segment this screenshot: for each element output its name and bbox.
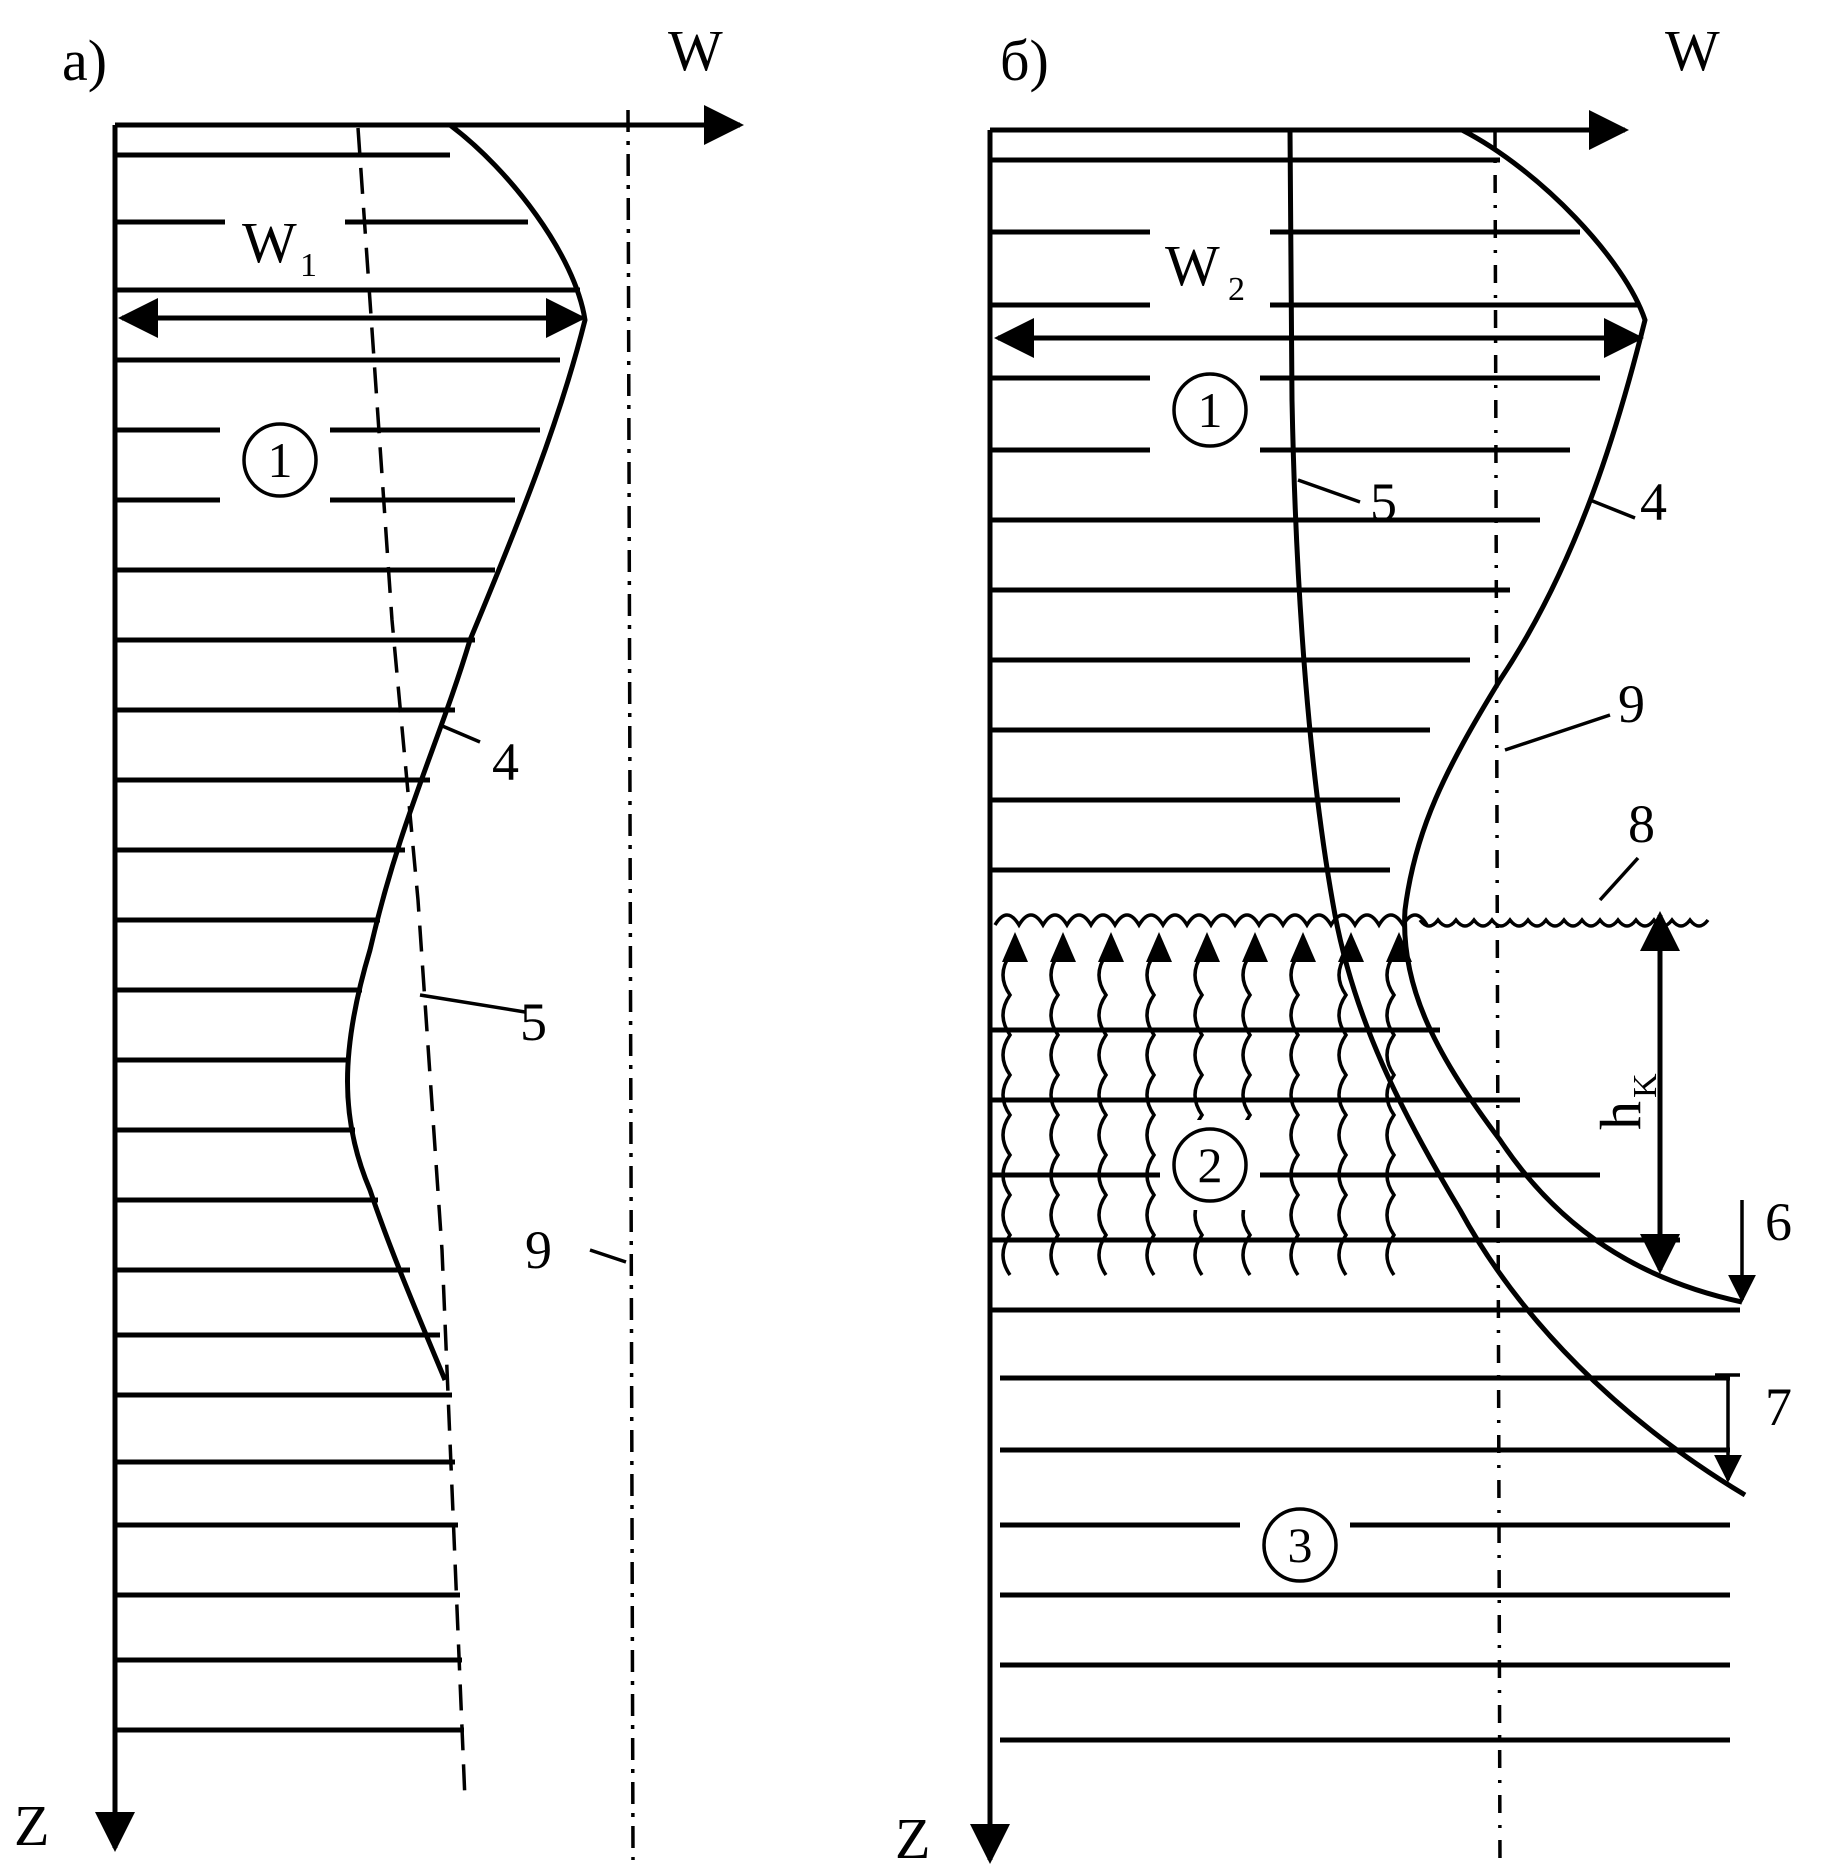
panel-b-wavy-line (1145, 953, 1157, 1277)
panel-b-wavy-line (1049, 953, 1061, 1277)
panel-b-interface-triangle (1242, 932, 1268, 962)
panel-b-interface-triangle (1386, 932, 1412, 962)
panel-a-callout-9-leader (589, 1248, 627, 1264)
panel-b-zone-3-bg (1240, 1500, 1350, 1590)
panel-a: a) W Z W 1 1 4 5 9 (14, 18, 744, 1861)
panel-b-z-axis-label: Z (895, 1806, 930, 1870)
panel-b-interface-triangle (1338, 932, 1364, 962)
panel-b-width-symbol: W (1165, 233, 1220, 298)
panel-b-interface-triangle (1146, 932, 1172, 962)
panel-b-line-8-waves (1418, 917, 1710, 928)
panel-b-interface-triangle (1098, 932, 1124, 962)
panel-b-hatching (992, 157, 1740, 1743)
panel-a-line-9 (626, 109, 635, 1861)
panel-b-callout-5: 5 (1370, 472, 1397, 532)
panel-a-zone-1-bg (220, 415, 330, 505)
panel-a-callout-4-leader (439, 723, 481, 744)
panel-b-callout-4: 4 (1640, 472, 1667, 532)
panel-b-line-9 (1493, 129, 1502, 1870)
panel-a-width-symbol: W (242, 210, 297, 275)
panel-b-zone-3-label: 3 (1288, 1517, 1313, 1573)
panel-b-callout-8-leader (1598, 856, 1640, 902)
panel-b-callout-4-leader (1589, 498, 1636, 520)
panel-b-label: б) (1000, 28, 1049, 93)
panel-b-zone-1-label: 1 (1198, 382, 1223, 438)
panel-b-zone-2-circle (1172, 1127, 1248, 1203)
panel-b-zone-2-bg (1160, 1120, 1260, 1210)
panel-b-callout-6: 6 (1765, 1192, 1792, 1252)
panel-b-callout-8: 8 (1628, 794, 1655, 854)
panel-b-wavy-line (1337, 953, 1349, 1277)
panel-b-zone-3-circle (1262, 1507, 1338, 1583)
panel-b-line-5 (1287, 129, 1747, 1498)
panel-b: б) W Z W 2 1 2 3 (895, 18, 1792, 1870)
panel-a-callout-5-leader (419, 993, 526, 1014)
panel-b-height-symbol: h (1588, 1101, 1653, 1130)
panel-a-line-4 (345, 123, 588, 1381)
panel-b-wavy-line (1097, 953, 1109, 1277)
panel-b-zone-1-bg (1150, 365, 1260, 455)
panel-b-interface-triangle (1290, 932, 1316, 962)
panel-b-wavy-line (1193, 953, 1205, 1277)
panel-b-line-4 (1402, 127, 1743, 1305)
panel-a-callout-4: 4 (492, 732, 519, 792)
panel-b-wavy-line (1001, 953, 1013, 1277)
panel-b-callout-9-leader (1504, 713, 1611, 752)
panel-b-zone-1-circle (1172, 372, 1248, 448)
panel-b-height-subscript: K (1627, 1073, 1664, 1098)
panel-b-wavy-line (1385, 953, 1397, 1277)
panel-a-width-label-bg (225, 195, 345, 285)
panel-b-interface-arrows (1002, 932, 1412, 962)
panel-b-zone-2-label: 2 (1198, 1137, 1223, 1193)
panel-b-width-subscript: 2 (1228, 271, 1245, 308)
panel-a-callout-9: 9 (525, 1220, 552, 1280)
panel-a-zone-1-circle (242, 422, 318, 498)
panel-b-height-label: h K (1588, 1073, 1664, 1130)
panel-a-hatching (117, 152, 580, 1733)
panel-a-z-axis-label: Z (14, 1793, 49, 1858)
panel-b-x-axis-label: W (1665, 18, 1720, 83)
panel-b-wavy-line (1289, 953, 1301, 1277)
panel-b-wavy-line (1241, 953, 1253, 1277)
panel-b-interface-triangle (1194, 932, 1220, 962)
panel-b-callout-7: 7 (1765, 1377, 1792, 1437)
panel-b-callout-9: 9 (1618, 674, 1645, 734)
panel-b-interface-triangle (1002, 932, 1028, 962)
panel-b-interface-triangle (1050, 932, 1076, 962)
panel-b-width-label-bg (1150, 215, 1270, 310)
panel-a-label: a) (62, 28, 107, 93)
panel-a-x-axis-label: W (668, 18, 723, 83)
panel-a-callout-5: 5 (520, 992, 547, 1052)
panel-b-callout-5-leader (1297, 478, 1361, 504)
panel-a-line-5 (356, 127, 467, 1801)
panel-a-width-subscript: 1 (300, 247, 317, 284)
panel-b-interface-zigzag (993, 913, 1429, 929)
panel-b-zone-2-wavy-lines (1001, 953, 1397, 1277)
panel-a-zone-1-label: 1 (268, 432, 293, 488)
